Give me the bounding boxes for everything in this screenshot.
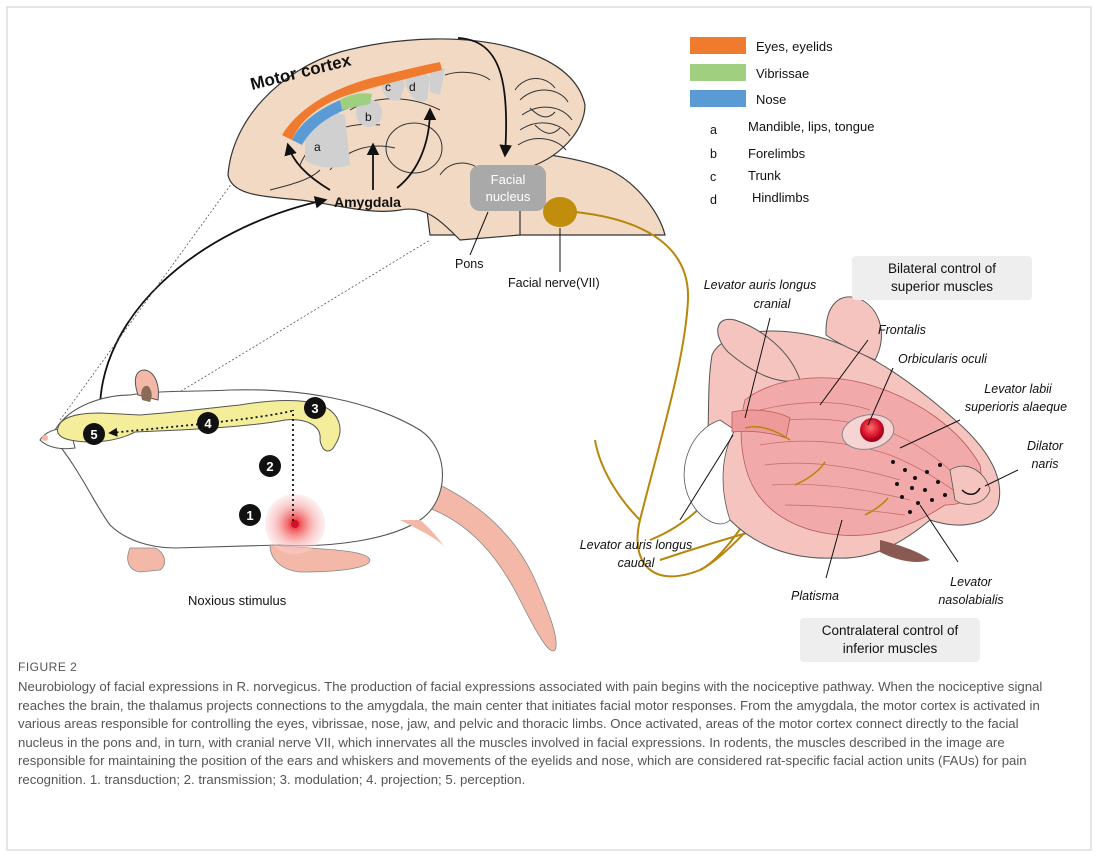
- legend: Eyes, eyelids Vibrissae Nose a Mandible,…: [690, 37, 874, 207]
- facial-nerve-nucleus: [543, 197, 577, 227]
- contralateral-control-line-1: Contralateral control of: [800, 622, 980, 640]
- legend-letter-a: a: [710, 123, 717, 137]
- label-levator-labii-1: Levator labii: [984, 382, 1053, 396]
- legend-label-a: Mandible, lips, tongue: [748, 119, 874, 134]
- bilateral-control-line-2: superior muscles: [852, 278, 1032, 296]
- label-frontalis: Frontalis: [878, 323, 926, 337]
- figure-caption: Neurobiology of facial expressions in R.…: [18, 678, 1058, 789]
- noxious-stimulus-label: Noxious stimulus: [188, 593, 287, 608]
- cortex-area-d: d: [409, 80, 416, 94]
- label-levator-auris-cranial-2: cranial: [754, 297, 792, 311]
- cortex-area-a: a: [314, 140, 321, 154]
- legend-letter-b: b: [710, 147, 717, 161]
- contralateral-control-line-2: inferior muscles: [800, 640, 980, 658]
- legend-label-d: Hindlimbs: [752, 190, 810, 205]
- step-5: 5: [90, 427, 97, 442]
- bilateral-control-box: Bilateral control of superior muscles: [852, 256, 1032, 300]
- step-2: 2: [266, 459, 273, 474]
- contralateral-control-box: Contralateral control of inferior muscle…: [800, 618, 980, 662]
- legend-label-c: Trunk: [748, 168, 781, 183]
- rat-eye: [860, 418, 884, 442]
- amygdala-label: Amygdala: [334, 194, 401, 210]
- legend-label-b: Forelimbs: [748, 146, 806, 161]
- label-platisma: Platisma: [791, 589, 839, 603]
- cortex-area-c: c: [385, 80, 391, 94]
- pons-label: Pons: [455, 257, 484, 271]
- rat-body: [40, 370, 556, 651]
- label-levator-labii-2: superioris alaeque: [965, 400, 1067, 414]
- label-levator-auris-caudal-2: caudal: [618, 556, 656, 570]
- label-orbicularis-oculi: Orbicularis oculi: [898, 352, 988, 366]
- facial-nucleus-label-2: nucleus: [486, 189, 531, 204]
- label-levator-nasolabialis-2: nasolabialis: [938, 593, 1003, 607]
- cortex-area-b: b: [365, 110, 372, 124]
- legend-swatch-eyes: [690, 37, 746, 54]
- legend-swatch-nose: [690, 90, 746, 107]
- legend-swatch-vibrissae: [690, 64, 746, 81]
- step-3: 3: [311, 401, 318, 416]
- step-4: 4: [204, 416, 212, 431]
- figure-label: FIGURE 2: [18, 660, 77, 674]
- step-1: 1: [246, 508, 253, 523]
- facial-nerve-label: Facial nerve(VII): [508, 276, 600, 290]
- label-levator-auris-cranial-1: Levator auris longus: [704, 278, 817, 292]
- label-dilator-naris-2: naris: [1031, 457, 1058, 471]
- label-levator-auris-caudal-1: Levator auris longus: [580, 538, 693, 552]
- legend-letter-c: c: [710, 170, 716, 184]
- legend-label-vibrissae: Vibrissae: [756, 66, 809, 81]
- legend-letter-d: d: [710, 193, 717, 207]
- legend-label-nose: Nose: [756, 92, 786, 107]
- bilateral-control-line-1: Bilateral control of: [852, 260, 1032, 278]
- legend-label-eyes: Eyes, eyelids: [756, 39, 833, 54]
- label-levator-nasolabialis-1: Levator: [950, 575, 993, 589]
- facial-nucleus-label-1: Facial: [491, 172, 526, 187]
- label-dilator-naris-1: Dilator: [1027, 439, 1064, 453]
